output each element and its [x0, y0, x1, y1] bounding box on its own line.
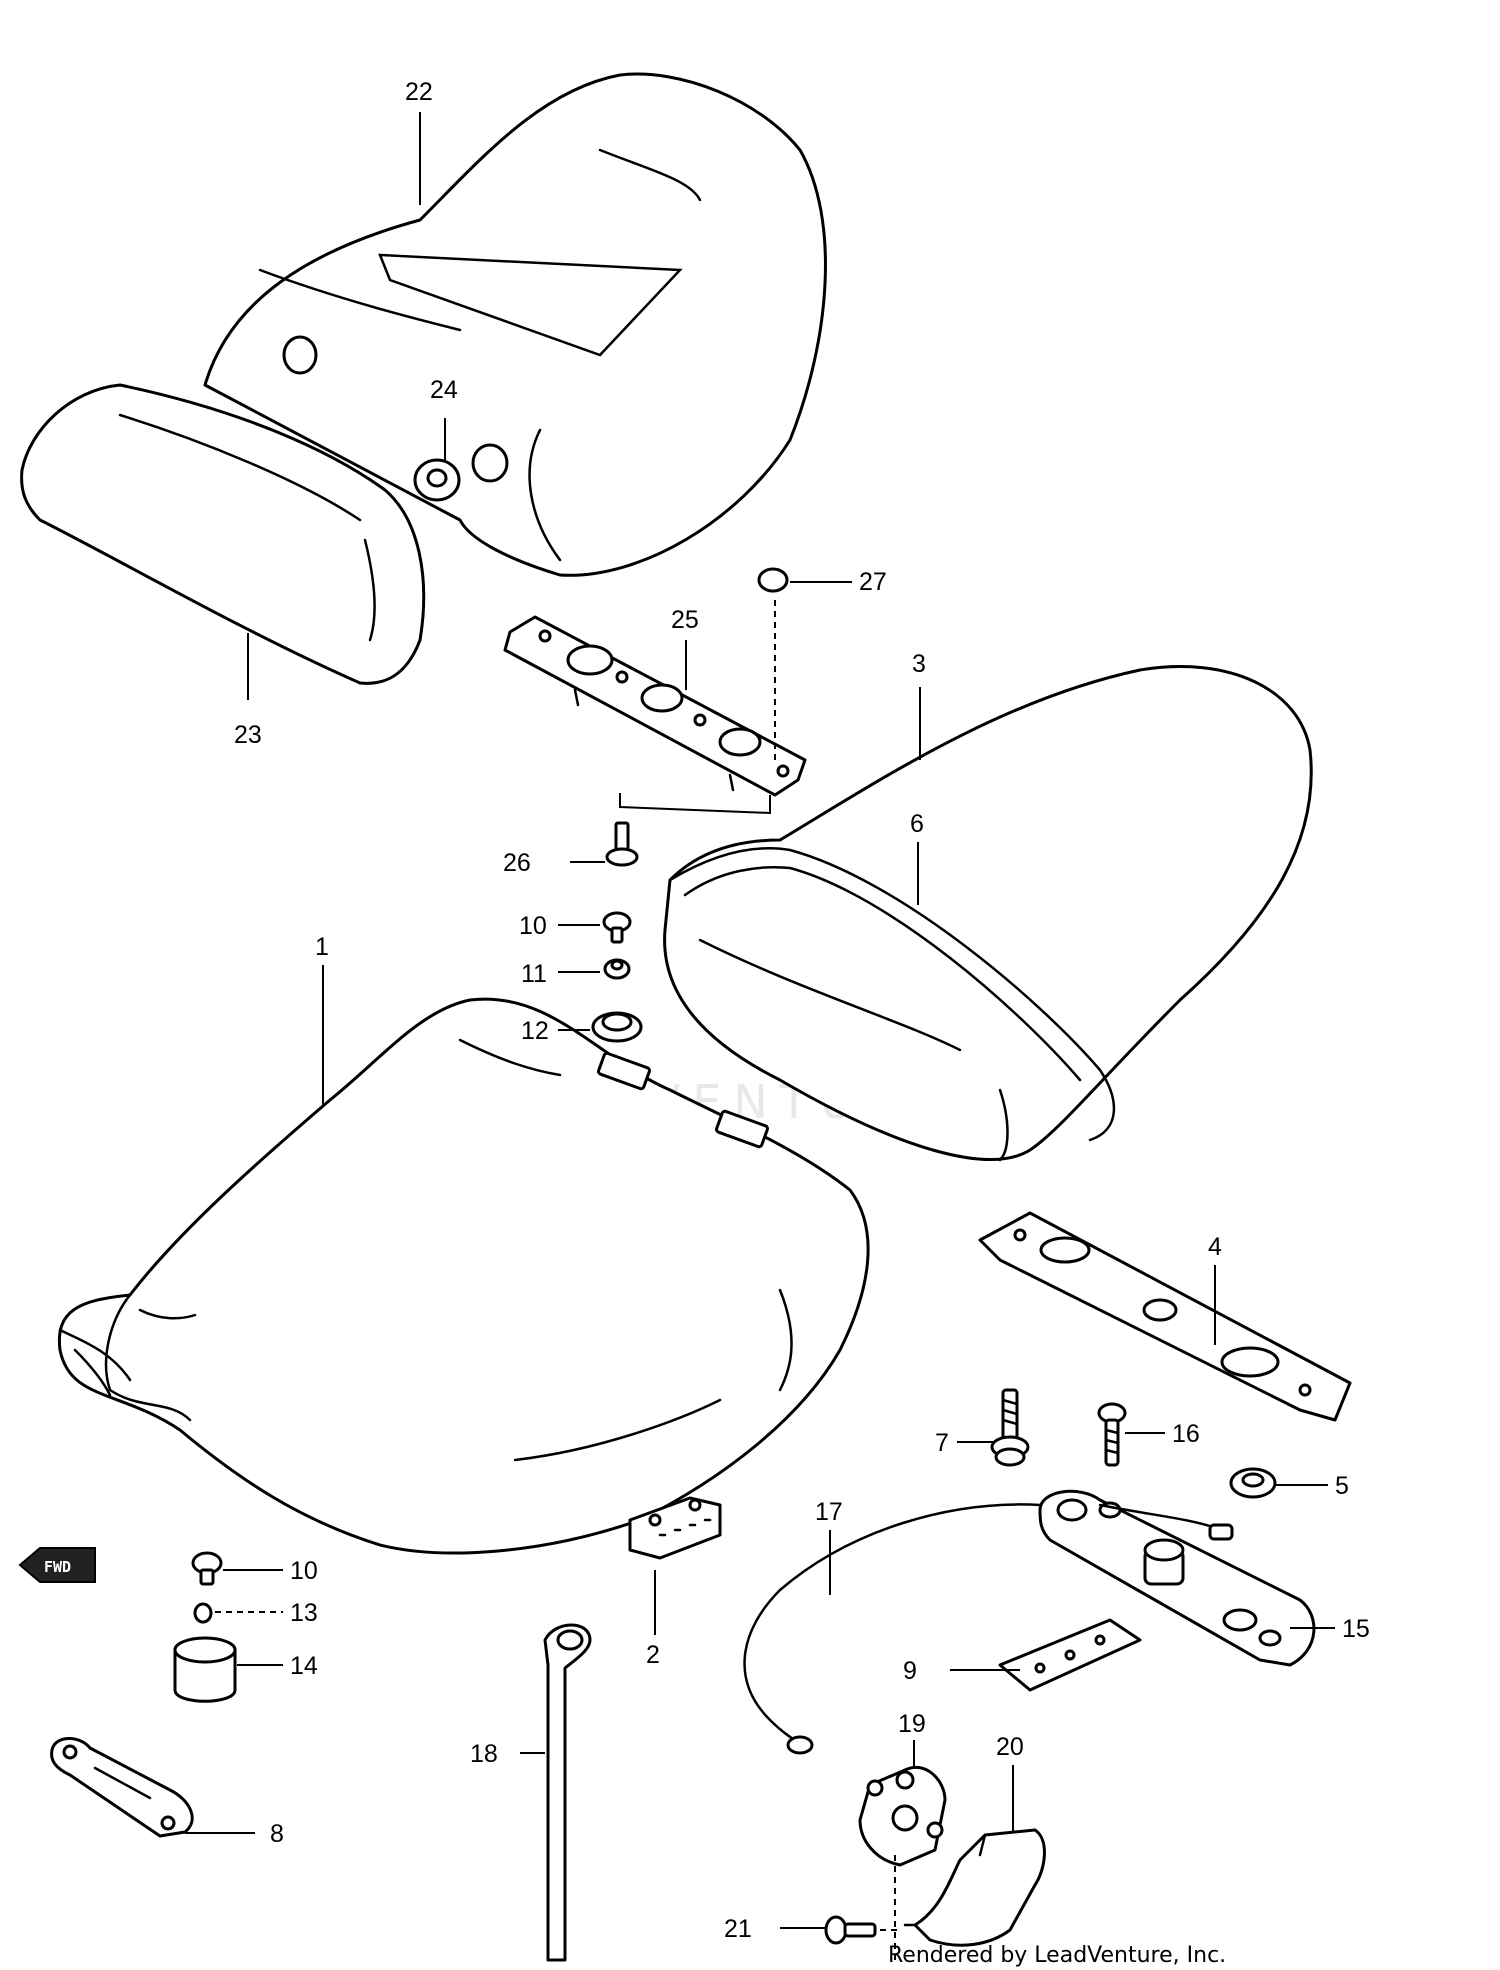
- label-14: 14: [290, 1652, 318, 1680]
- label-24: 24: [430, 376, 458, 404]
- plate-9[interactable]: [998, 1618, 1142, 1692]
- strap-18[interactable]: [543, 1623, 592, 1962]
- seat-lock-15[interactable]: [1038, 1489, 1316, 1667]
- rear-seat-3[interactable]: [663, 665, 1313, 1162]
- leader-lines: [185, 112, 1335, 1929]
- screw-16[interactable]: [1097, 1402, 1127, 1467]
- label-2: 2: [646, 1641, 660, 1669]
- bracket-8[interactable]: [50, 1737, 194, 1838]
- label-18: 18: [470, 1740, 498, 1768]
- label-6: 6: [910, 810, 924, 838]
- label-4: 4: [1208, 1233, 1222, 1261]
- credit-text: Rendered by LeadVenture, Inc.: [888, 1943, 1226, 1968]
- forward-arrow-icon: FWD: [18, 1547, 96, 1583]
- bolt-10-upper[interactable]: [602, 911, 632, 944]
- lock-switch-19[interactable]: [858, 1765, 947, 1867]
- bracket-20[interactable]: [903, 1828, 1046, 1947]
- label-10-lower: 10: [290, 1557, 318, 1585]
- nut-5[interactable]: [1229, 1467, 1277, 1499]
- label-26: 26: [503, 849, 531, 877]
- bracket-4[interactable]: [978, 1211, 1352, 1422]
- tail-cover-22[interactable]: [203, 72, 827, 577]
- nut-27[interactable]: [757, 567, 789, 760]
- label-11: 11: [521, 960, 547, 988]
- part-number-labels: 22 24 23 25 27 3 6 26 10 11 12 1 4 7 16 …: [234, 78, 1370, 1943]
- clip-2[interactable]: [628, 1496, 722, 1560]
- grommet-12[interactable]: [591, 1011, 643, 1043]
- label-15: 15: [1342, 1615, 1370, 1643]
- label-9: 9: [903, 1657, 917, 1685]
- screw-21[interactable]: [824, 1855, 900, 1960]
- label-17: 17: [815, 1498, 843, 1526]
- label-12: 12: [521, 1017, 549, 1045]
- label-21: 21: [724, 1915, 752, 1943]
- label-10-upper: 10: [519, 912, 547, 940]
- label-7: 7: [935, 1429, 949, 1457]
- label-25: 25: [671, 606, 699, 634]
- label-19: 19: [898, 1710, 926, 1738]
- collar-13[interactable]: [193, 1602, 213, 1624]
- bushing-24[interactable]: [413, 458, 461, 502]
- label-23: 23: [234, 721, 262, 749]
- bolt-7[interactable]: [990, 1388, 1030, 1467]
- screw-10-lower[interactable]: [191, 1551, 223, 1586]
- seat-pad-23[interactable]: [20, 383, 426, 685]
- main-seat-1[interactable]: [57, 997, 870, 1555]
- label-22: 22: [405, 78, 433, 106]
- spacer-14[interactable]: [173, 1636, 237, 1703]
- label-8: 8: [270, 1820, 284, 1848]
- label-5: 5: [1335, 1472, 1349, 1500]
- bolt-26[interactable]: [605, 821, 639, 867]
- fwd-text: FWD: [44, 1558, 71, 1576]
- collar-11[interactable]: [603, 958, 631, 980]
- bracket-25[interactable]: [503, 615, 807, 797]
- label-1: 1: [315, 933, 329, 961]
- label-3: 3: [912, 650, 926, 678]
- label-20: 20: [996, 1733, 1024, 1761]
- label-13: 13: [290, 1599, 318, 1627]
- cable-17[interactable]: [743, 1503, 1042, 1755]
- label-16: 16: [1172, 1420, 1200, 1448]
- label-27: 27: [859, 568, 887, 596]
